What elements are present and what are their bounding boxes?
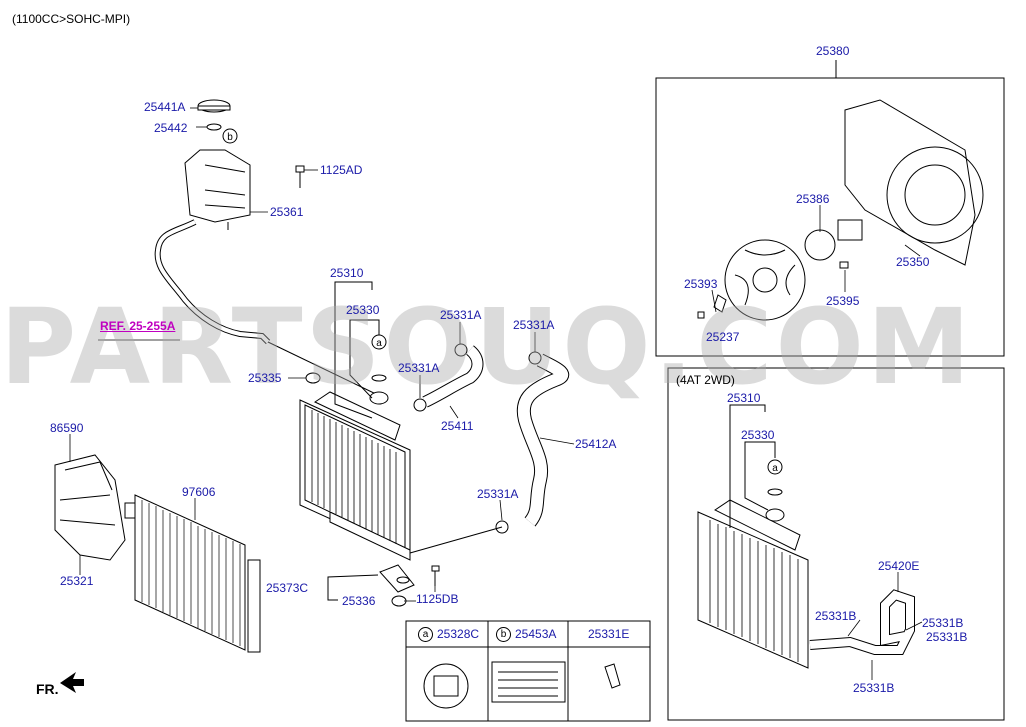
part-label-97606[interactable]: 97606 (182, 485, 216, 499)
fan-shroud (844, 99, 984, 266)
part-label-25380[interactable]: 25380 (816, 44, 850, 58)
part-label-25361[interactable]: 25361 (270, 205, 304, 219)
bolt-1125ad (295, 165, 305, 188)
part-label-25310[interactable]: 25310 (330, 266, 364, 280)
ref-link[interactable]: REF. 25-255A (100, 319, 176, 333)
svg-text:b: b (227, 132, 233, 143)
part-label-25441a[interactable]: 25441A (144, 100, 186, 114)
part-label-25331a-lower[interactable]: 25331A (513, 318, 555, 332)
legend-item-b[interactable]: b 25453A (496, 627, 557, 643)
part-label-25321[interactable]: 25321 (60, 574, 94, 588)
legend-item-a[interactable]: a 25328C (418, 627, 480, 643)
part-label-25350[interactable]: 25350 (896, 255, 930, 269)
legend-table (405, 620, 651, 722)
engine-spec-title: (1100CC>SOHC-MPI) (12, 12, 131, 26)
legend-item-25331e[interactable]: 25331E (588, 627, 629, 641)
part-label-25330[interactable]: 25330 (346, 303, 380, 317)
legend-part-25331e: 25331E (588, 627, 630, 641)
awd-part-label-25310[interactable]: 25310 (727, 391, 761, 405)
part-label-25386[interactable]: 25386 (796, 192, 830, 206)
part-label-25395[interactable]: 25395 (826, 294, 860, 308)
legend-circle-b: b (496, 627, 511, 643)
awd-part-label-25331b-left[interactable]: 25331B (815, 609, 857, 623)
radiator (299, 391, 411, 561)
legend-part-25328c: 25328C (437, 627, 480, 641)
legend-part-25453a: 25453A (515, 627, 557, 641)
part-label-25335[interactable]: 25335 (248, 371, 282, 385)
awd-box (667, 367, 1005, 721)
part-label-25331a-bottom[interactable]: 25331A (477, 487, 519, 501)
fan-blade (724, 239, 806, 321)
fan-assembly-box (655, 77, 1005, 357)
part-label-1125ad[interactable]: 1125AD (320, 163, 363, 177)
awd-part-label-25331b-right-top[interactable]: 25331B (922, 616, 964, 630)
part-label-25336[interactable]: 25336 (342, 594, 376, 608)
air-guard (54, 454, 126, 561)
part-label-25393[interactable]: 25393 (684, 277, 718, 291)
front-label: FR. (36, 681, 59, 697)
awd-box-title: (4AT 2WD) (676, 373, 735, 387)
part-label-86590[interactable]: 86590 (50, 421, 84, 435)
part-label-25331a-clamp[interactable]: 25331A (398, 361, 440, 375)
part-label-25331a-upper[interactable]: 25331A (440, 308, 482, 322)
awd-part-label-25331b-bottom[interactable]: 25331B (853, 681, 895, 695)
part-label-25442[interactable]: 25442 (154, 121, 188, 135)
awd-radiator (697, 459, 809, 669)
part-label-25411[interactable]: 25411 (441, 419, 474, 433)
part-label-1125db[interactable]: 1125DB (416, 592, 459, 606)
svg-text:a: a (772, 463, 778, 474)
part-label-25237[interactable]: 25237 (706, 330, 740, 344)
awd-part-label-25331b-right[interactable]: 25331B (926, 630, 968, 644)
legend-circle-a: a (418, 627, 433, 643)
awd-part-label-25330[interactable]: 25330 (741, 428, 775, 442)
part-label-25412a[interactable]: 25412A (575, 437, 617, 451)
awd-part-label-25420e[interactable]: 25420E (878, 559, 920, 573)
reservoir-tank (184, 99, 251, 230)
front-arrow-icon (60, 672, 84, 693)
svg-text:a: a (376, 338, 382, 349)
part-label-25373c[interactable]: 25373C (266, 581, 309, 595)
condenser (124, 494, 261, 653)
